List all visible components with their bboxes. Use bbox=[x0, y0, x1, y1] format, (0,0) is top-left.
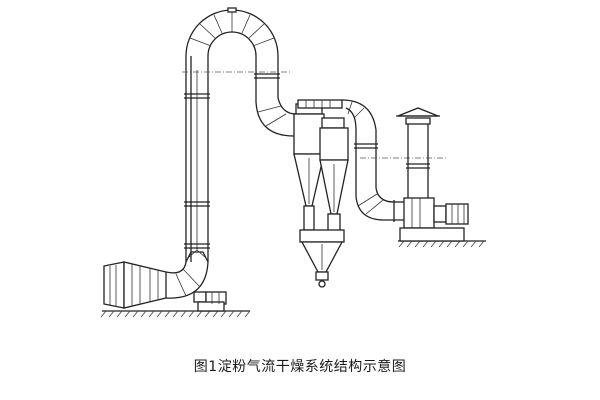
exhaust-duct bbox=[341, 99, 404, 222]
feeder-unit bbox=[193, 291, 227, 312]
air-inlet-hood bbox=[103, 261, 167, 309]
figure-caption: 图1淀粉气流干燥系统结构示意图 bbox=[193, 359, 407, 375]
cyclone-separator-left bbox=[293, 103, 325, 231]
cyclone-separator-right bbox=[319, 117, 349, 233]
cyclone-top-duct bbox=[297, 99, 343, 109]
collection-hopper bbox=[299, 229, 345, 288]
ground-right bbox=[398, 240, 486, 248]
exhaust-stack bbox=[396, 107, 440, 200]
ground-left bbox=[100, 310, 251, 318]
descending-leg bbox=[254, 56, 297, 137]
lower-elbow bbox=[165, 261, 209, 299]
drying-riser-tube bbox=[184, 56, 210, 263]
exhaust-fan bbox=[399, 197, 469, 242]
top-u-bend bbox=[185, 7, 279, 57]
